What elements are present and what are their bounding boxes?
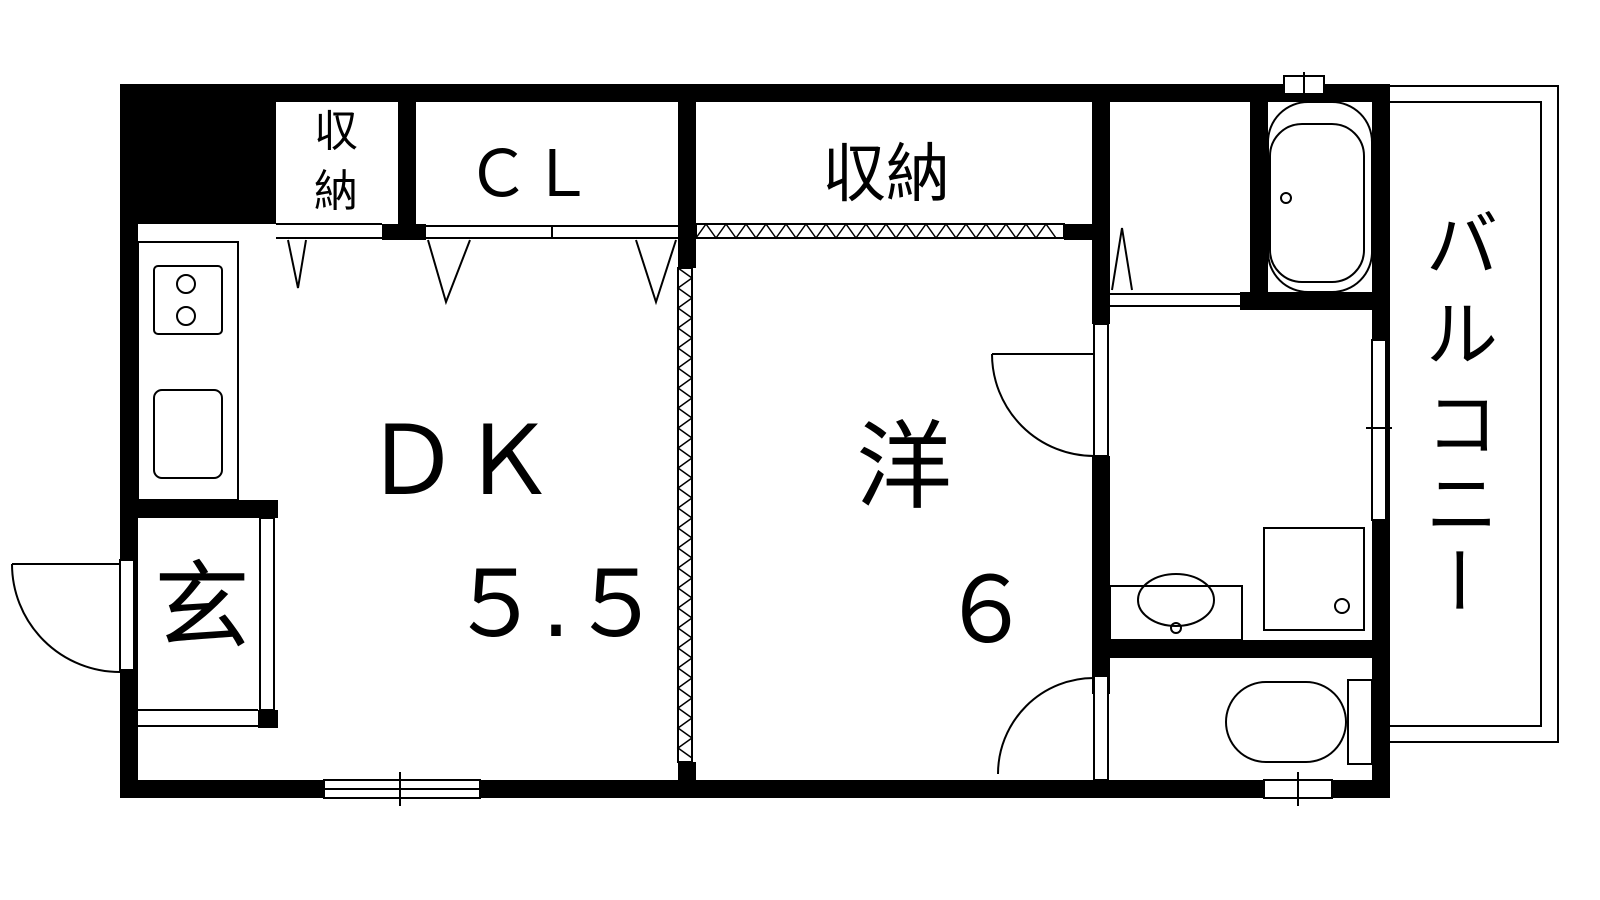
wash-basin-icon: [1137, 573, 1215, 627]
storage-doors: [276, 223, 678, 306]
storage-partition: [695, 222, 1065, 240]
dk-window: [323, 772, 481, 806]
kitchen-counter: [137, 241, 239, 501]
stove-burner-icon: [176, 306, 196, 326]
entrance: [11, 517, 275, 727]
outer-walls: [120, 84, 1390, 798]
western-room-door: [991, 323, 1109, 457]
balcony-label-char: コ: [1426, 383, 1498, 467]
closet-label: ＣＬ: [466, 138, 594, 212]
storage-large-label: 収納: [822, 138, 950, 212]
storage-small-label-line2: 納: [314, 166, 358, 217]
storage-small-label-line1: 収: [314, 106, 358, 157]
western-room-label: 洋: [856, 411, 952, 523]
dk-room-size: ５.５: [449, 551, 662, 658]
bathtub: [1267, 72, 1373, 293]
entrance-label: 玄: [154, 551, 250, 663]
bathroom-door: [1110, 227, 1240, 307]
stove-burner-icon: [176, 274, 196, 294]
balcony-label-char: ル: [1426, 293, 1498, 377]
western-room-size: ６: [940, 557, 1032, 664]
sink-icon: [153, 389, 223, 479]
washing-machine-icon: [1263, 527, 1365, 631]
toilet-door: [997, 675, 1109, 781]
toilet: [1225, 679, 1373, 806]
pipe-shaft: [120, 84, 276, 224]
sliding-partition: [676, 267, 694, 763]
washroom: [1109, 339, 1392, 641]
balcony-label-char: ニ: [1426, 463, 1498, 547]
interior-walls: [120, 84, 1390, 798]
toilet-icon: [1225, 681, 1347, 763]
balcony-label-char: ー: [1415, 544, 1499, 616]
dk-room-label: ＤＫ: [364, 405, 556, 517]
balcony-label-char: バ: [1426, 203, 1498, 287]
